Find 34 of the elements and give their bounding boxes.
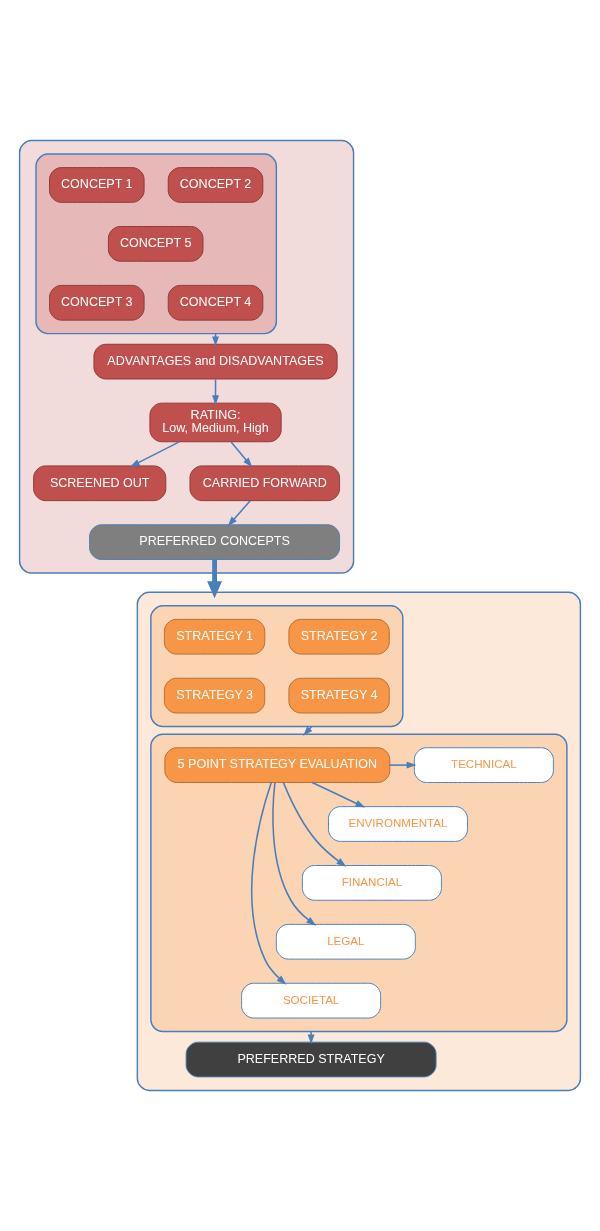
- arrow: [230, 441, 253, 468]
- arrow: [129, 441, 180, 467]
- node-box: TECHNICAL: [413, 747, 554, 783]
- node-box: CONCEPT 2: [167, 167, 264, 203]
- node-box: FINANCIAL: [301, 865, 442, 901]
- cluster: [18, 139, 355, 574]
- arrow: [207, 559, 223, 599]
- node-box: STRATEGY 2: [288, 618, 390, 655]
- node-box: STRATEGY 1: [163, 618, 266, 655]
- arrow: [250, 781, 287, 985]
- cluster: [136, 591, 582, 1092]
- node-box: CARRIED FORWARD: [189, 465, 341, 502]
- node-box: CONCEPT 1: [49, 167, 145, 203]
- arrow: [389, 761, 417, 769]
- node-box: SOCIETAL: [241, 982, 382, 1019]
- arrow: [282, 781, 347, 867]
- cluster: [35, 153, 278, 335]
- arrow: [227, 499, 251, 527]
- cluster: [150, 733, 568, 1033]
- arrow: [311, 781, 366, 808]
- node-box: STRATEGY 4: [288, 677, 390, 714]
- arrow: [272, 781, 317, 926]
- node-box: RATING: Low, Medium, High: [149, 402, 282, 443]
- node-box: SCREENED OUT: [33, 465, 167, 502]
- node-box: CONCEPT 4: [167, 284, 264, 321]
- node-box: PREFERRED CONCEPTS: [89, 524, 341, 560]
- node-box: CONCEPT 5: [107, 226, 204, 262]
- node-box: ADVANTAGES and DISADVANTAGES: [93, 343, 338, 380]
- node-box: PREFERRED STRATEGY: [185, 1041, 437, 1078]
- node-box: LEGAL: [275, 923, 416, 960]
- node-box: 5 POINT STRATEGY EVALUATION: [164, 747, 391, 783]
- node-box: ENVIRONMENTAL: [328, 806, 468, 842]
- node-box: STRATEGY 3: [163, 677, 266, 714]
- node-box: CONCEPT 3: [49, 284, 145, 321]
